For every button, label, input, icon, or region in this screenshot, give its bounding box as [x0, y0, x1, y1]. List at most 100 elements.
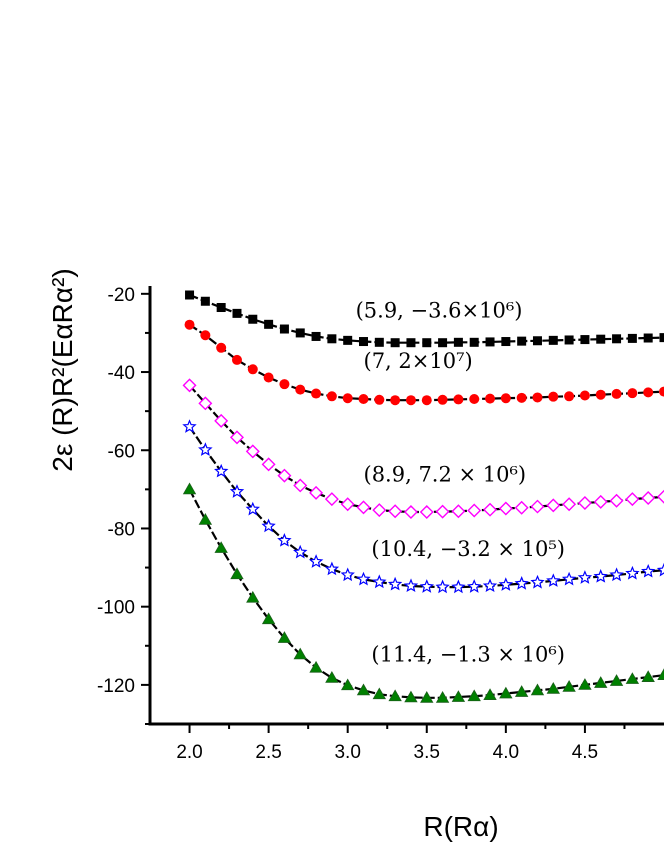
- data-point: [451, 504, 466, 519]
- data-point: [516, 392, 527, 403]
- data-point: [372, 574, 387, 589]
- data-point: [309, 660, 323, 673]
- data-point: [229, 484, 245, 498]
- data-point: [295, 328, 305, 338]
- data-point: [659, 386, 664, 397]
- x-axis-label: R(Rα): [423, 811, 498, 842]
- data-point: [261, 612, 276, 625]
- data-point: [453, 337, 463, 347]
- data-point: [514, 500, 529, 515]
- data-point: [532, 336, 542, 346]
- data-point: [216, 342, 227, 353]
- data-point: [435, 504, 450, 519]
- data-point: [453, 394, 464, 405]
- data-point: [577, 570, 593, 584]
- data-point: [498, 501, 513, 516]
- x-tick-label: 2.0: [176, 742, 202, 763]
- data-point: [264, 319, 274, 329]
- data-point: [469, 394, 480, 405]
- data-point: [403, 505, 418, 520]
- data-point: [232, 308, 242, 318]
- data-point: [246, 590, 260, 603]
- data-point: [451, 579, 466, 594]
- data-point: [419, 505, 434, 520]
- data-point: [248, 314, 258, 324]
- data-point: [483, 688, 497, 700]
- data-point: [359, 337, 369, 347]
- data-point: [340, 497, 355, 512]
- data-point: [609, 674, 624, 686]
- data-point: [641, 490, 656, 505]
- data-point: [388, 689, 402, 702]
- curve-annotation: (7, 2×10⁷): [364, 349, 473, 373]
- data-point: [530, 574, 545, 589]
- data-point: [548, 335, 558, 345]
- data-point: [595, 389, 606, 400]
- data-point: [279, 379, 290, 390]
- curve-annotation: (10.4, −3.2 × 10⁵): [371, 537, 565, 561]
- data-point: [485, 337, 495, 347]
- data-point: [579, 390, 590, 401]
- data-point: [405, 395, 416, 406]
- data-point: [308, 554, 324, 568]
- data-point: [200, 296, 210, 306]
- data-point: [324, 492, 339, 507]
- data-point: [659, 333, 664, 343]
- data-point: [404, 690, 418, 703]
- data-point: [216, 303, 226, 313]
- data-point: [293, 647, 307, 660]
- data-point: [198, 513, 213, 525]
- x-tick-label: 3.5: [414, 742, 440, 763]
- data-point: [277, 533, 292, 547]
- data-point: [499, 686, 513, 699]
- data-point: [546, 681, 560, 694]
- data-point: [372, 687, 387, 700]
- data-point: [514, 576, 529, 590]
- data-point: [625, 565, 640, 580]
- data-point: [438, 338, 448, 348]
- y-tick-label: -80: [108, 519, 135, 540]
- data-point: [261, 457, 276, 472]
- data-point: [483, 502, 498, 517]
- data-point: [546, 573, 561, 587]
- data-point: [343, 335, 353, 345]
- data-point: [641, 563, 656, 578]
- data-point: [263, 372, 274, 383]
- y-tick-label: -60: [108, 441, 135, 462]
- data-point: [200, 330, 211, 341]
- data-point: [277, 631, 292, 643]
- data-point: [435, 690, 450, 703]
- data-point: [390, 338, 400, 348]
- data-point: [530, 499, 545, 514]
- data-point: [390, 395, 401, 406]
- data-point: [627, 333, 637, 343]
- series-layer: [182, 290, 664, 703]
- data-point: [501, 337, 511, 347]
- data-point: [422, 338, 432, 348]
- data-point: [214, 463, 229, 478]
- y-tick-label: -100: [97, 598, 135, 619]
- data-point: [245, 501, 260, 516]
- data-point: [609, 567, 624, 582]
- data-point: [247, 364, 258, 375]
- data-point: [325, 671, 339, 683]
- data-point: [656, 562, 664, 577]
- data-point: [514, 685, 529, 697]
- x-tick-label: 3.0: [334, 742, 360, 763]
- data-point: [657, 668, 664, 681]
- x-tick-label: 4.0: [493, 742, 519, 763]
- data-point: [341, 678, 355, 691]
- data-point: [643, 387, 654, 398]
- data-point: [451, 690, 466, 702]
- data-point: [546, 498, 561, 513]
- data-point: [467, 689, 481, 702]
- data-point: [293, 544, 308, 559]
- data-point: [562, 497, 577, 512]
- data-point: [185, 290, 195, 300]
- data-point: [182, 482, 197, 495]
- data-point: [356, 500, 371, 515]
- data-point: [358, 394, 369, 405]
- data-point: [327, 334, 337, 344]
- data-point: [641, 670, 655, 682]
